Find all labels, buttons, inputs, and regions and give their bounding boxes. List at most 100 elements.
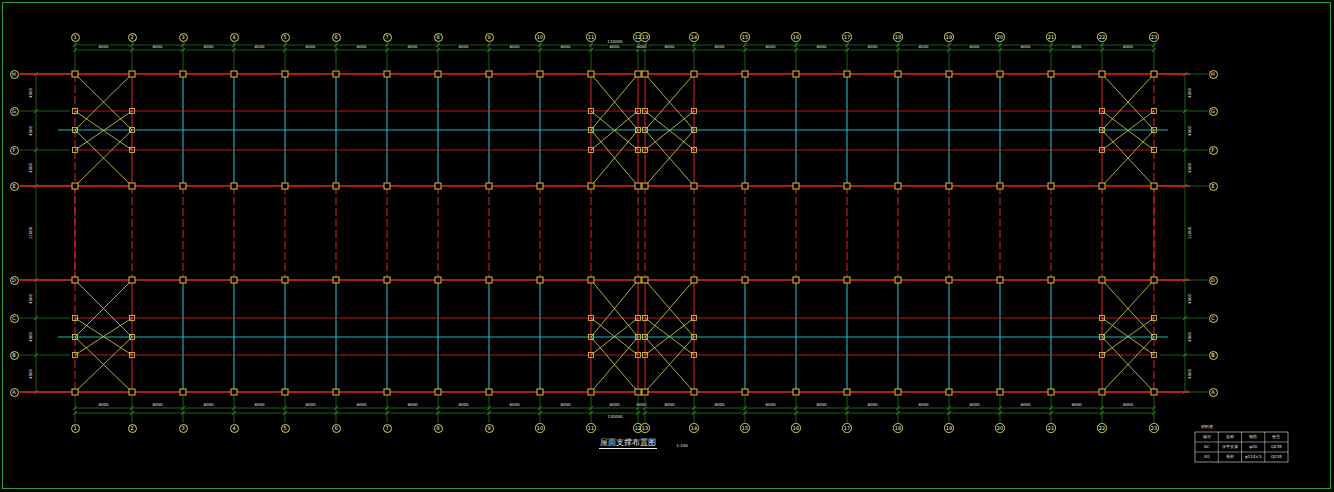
bracing-node [1100,316,1105,321]
dimension-text: 6000 [815,403,827,407]
column-marker [129,71,135,77]
dimension-line [75,408,1154,409]
grid-bubble: G [1209,107,1218,116]
rafter-line [540,186,541,280]
dimension-text: 6000 [202,403,214,407]
bracing-node [130,148,135,153]
rafter-line [1102,186,1103,280]
horizontal-bracing [645,111,694,150]
table-rule [1218,432,1219,462]
bracing-node [73,316,78,321]
dimension-tick [34,148,38,152]
axis-extension [19,150,70,151]
bracing-node [1152,148,1157,153]
horizontal-bracing [645,74,694,130]
dimension-text: 6000 [815,45,827,49]
column-marker [231,389,237,395]
dimension-tick [232,411,236,415]
axis-extension [1160,150,1208,151]
dimension-tick [1152,406,1156,410]
dimension-text: 11000 [1188,226,1192,241]
axis-extension [489,42,490,70]
axis-extension [796,396,797,423]
column-marker [742,71,748,77]
grid-label: 7 [385,426,388,431]
dimension-text: 4500 [29,124,33,136]
dimension-tick [589,411,593,415]
grid-label: F [13,148,16,153]
grid-bubble: H [10,70,19,79]
grid-bubble: 3 [179,424,188,433]
dimension-tick [34,353,38,357]
horizontal-bracing [645,130,694,186]
dimension-tick [947,48,951,52]
dimension-tick [538,406,542,410]
grid-label: 13 [642,35,648,40]
horizontal-bracing [1102,111,1154,150]
bracing-node [130,353,135,358]
column-marker [333,71,339,77]
grid-label: E [12,184,15,189]
column-marker [793,389,799,395]
dimension-tick [73,411,77,415]
grid-label: 10 [537,35,543,40]
bracing-node [73,128,78,133]
table-cell: Q235 [1270,445,1283,449]
dimension-text: 6000 [304,403,316,407]
grid-bubble: 2 [128,424,137,433]
bracing-node [692,148,697,153]
dimension-tick [130,411,134,415]
bracing-node [636,109,641,114]
grid-label: 13 [642,426,648,431]
grid-label: 7 [385,35,388,40]
grid-bubble: 4 [230,33,239,42]
horizontal-bracing [591,280,638,337]
axis-extension [19,111,70,112]
horizontal-bracing [1102,130,1154,186]
dimension-text: 4500 [1188,330,1192,342]
dimension-line [75,50,1154,51]
grid-label: 23 [1151,426,1157,431]
grid-label: G [12,109,16,114]
column-marker [635,183,641,189]
rafter-line [336,186,337,280]
dimension-tick [232,406,236,410]
axis-extension [745,42,746,70]
axis-extension [438,42,439,70]
horizontal-bracing [75,74,132,130]
roof-beam [336,74,337,186]
bracing-node [130,335,135,340]
grid-label: 23 [1151,35,1157,40]
bracing-node [643,128,648,133]
roof-beam [285,280,286,392]
column-marker [282,277,288,283]
dimension-tick [692,406,696,410]
dimension-tick [436,411,440,415]
dimension-tick [998,48,1002,52]
column-marker [129,389,135,395]
table-cell: 名称 [1225,435,1235,439]
dimension-tick [538,411,542,415]
roof-beam [796,280,797,392]
column-marker [537,71,543,77]
axis-extension [1102,396,1103,423]
axis-extension [336,42,337,70]
bracing-node [692,109,697,114]
dimension-text: 6000 [151,403,163,407]
horizontal-bracing [1102,130,1154,186]
grid-bubble: F [10,146,19,155]
column-marker [537,183,543,189]
dimension-tick [589,48,593,52]
grid-bubble: 7 [383,33,392,42]
grid-label: 4 [232,35,235,40]
grid-label: 8 [436,35,439,40]
grid-label: 15 [742,426,748,431]
dimension-text: 6000 [968,45,980,49]
column-marker [895,277,901,283]
grid-bubble: 15 [740,32,749,41]
roof-beam [1000,280,1001,392]
dimension-tick [436,43,440,47]
grid-bubble: 7 [383,424,392,433]
grid-bubble: A [1209,388,1218,397]
grid-bubble: 8 [434,33,443,42]
